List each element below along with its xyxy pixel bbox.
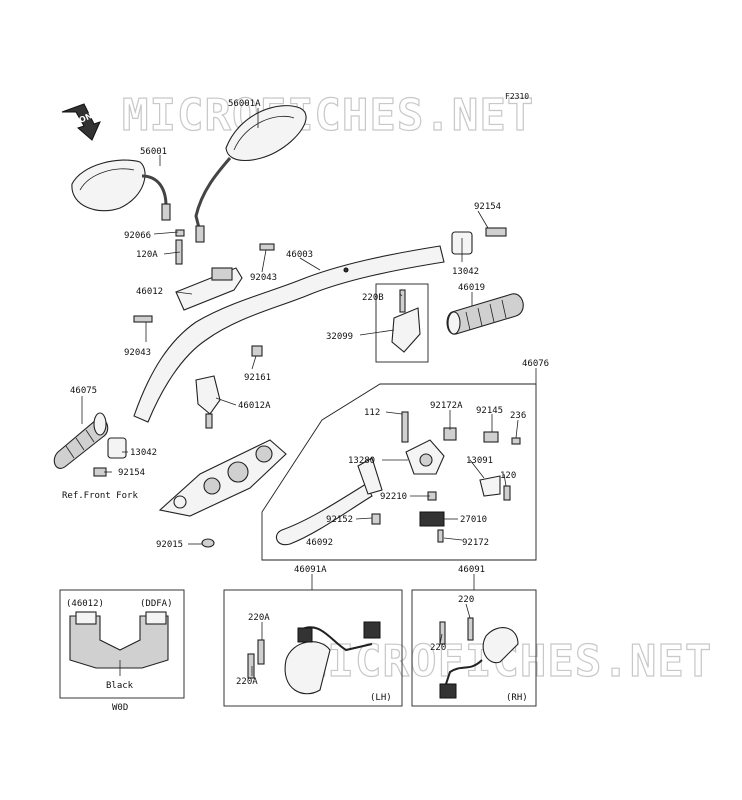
left-grip	[53, 412, 109, 469]
holder-cover-ddfa	[69, 611, 169, 669]
end-cap-top	[451, 227, 507, 255]
label-13091: 13091	[466, 456, 493, 466]
handlebar-holder-lower	[195, 345, 263, 429]
handlebar-holder-upper	[133, 239, 275, 323]
right-grip	[446, 293, 524, 335]
label-46091A: 46091A	[294, 565, 327, 575]
front-arrow-icon: FRONT	[61, 103, 101, 141]
label-92154-bottom: 92154	[118, 468, 145, 478]
figure-code: F2310	[505, 92, 529, 101]
label-46092: 46092	[306, 538, 333, 548]
label-46075: 46075	[70, 386, 97, 396]
label-56001: 56001	[140, 147, 167, 157]
label-46091: 46091	[458, 565, 485, 575]
label-inset-ddfa: (DDFA)	[140, 599, 173, 609]
label-56001A: 56001A	[228, 99, 261, 109]
clutch-lever	[275, 457, 383, 546]
label-220-top: 220	[458, 595, 474, 605]
handlebar	[133, 245, 445, 423]
watermark-top: MICROFICHES.NET	[122, 90, 534, 141]
label-92066: 92066	[124, 231, 151, 241]
label-220A-bottom: 220A	[236, 677, 258, 687]
switch-box-lh	[223, 589, 403, 707]
inset-box-ddfa	[59, 589, 185, 699]
label-13042-top: 13042	[452, 267, 479, 277]
leader-lines	[81, 108, 519, 676]
label-92210: 92210	[380, 492, 407, 502]
mirror-left	[71, 159, 171, 221]
mirror-right	[194, 105, 307, 243]
label-92015: 92015	[156, 540, 183, 550]
screw-220b	[399, 289, 406, 313]
label-13280: 13280	[348, 456, 375, 466]
label-13042-bottom: 13042	[130, 448, 157, 458]
switch-housing-lh	[247, 621, 381, 695]
label-92152: 92152	[326, 515, 353, 525]
label-92172: 92172	[462, 538, 489, 548]
label-92154-top: 92154	[474, 202, 501, 212]
label-rh: (RH)	[506, 693, 528, 703]
label-inset-46012: (46012)	[66, 599, 104, 609]
label-inset-w0d: W0D	[112, 703, 128, 713]
label-46003: 46003	[286, 250, 313, 260]
label-120A: 120A	[136, 250, 158, 260]
label-46012A: 46012A	[238, 401, 271, 411]
label-lh: (LH)	[370, 693, 392, 703]
label-inset-black: Black	[106, 681, 134, 691]
clutch-holder	[371, 411, 521, 543]
label-92161: 92161	[244, 373, 271, 383]
label-112: 112	[364, 408, 380, 418]
label-120: 120	[500, 471, 516, 481]
fork-upper-bracket	[158, 439, 287, 548]
label-236: 236	[510, 411, 526, 421]
switch-housing-rh	[439, 617, 519, 699]
label-27010: 27010	[460, 515, 487, 525]
label-ref-front-fork: Ref.Front Fork	[62, 491, 138, 501]
label-92145: 92145	[476, 406, 503, 416]
bolt-92066	[175, 229, 185, 237]
label-220B: 220B	[362, 293, 384, 303]
label-220-left: 220	[430, 643, 446, 653]
label-92043-left: 92043	[124, 348, 151, 358]
label-220A-top: 220A	[248, 613, 270, 623]
label-46019: 46019	[458, 283, 485, 293]
label-92172A: 92172A	[430, 401, 463, 411]
label-46012: 46012	[136, 287, 163, 297]
switch-cover-32099	[391, 307, 421, 353]
label-32099: 32099	[326, 332, 353, 342]
label-46076: 46076	[522, 359, 549, 369]
label-92043-top: 92043	[250, 273, 277, 283]
assembly-box-32099	[375, 283, 429, 363]
